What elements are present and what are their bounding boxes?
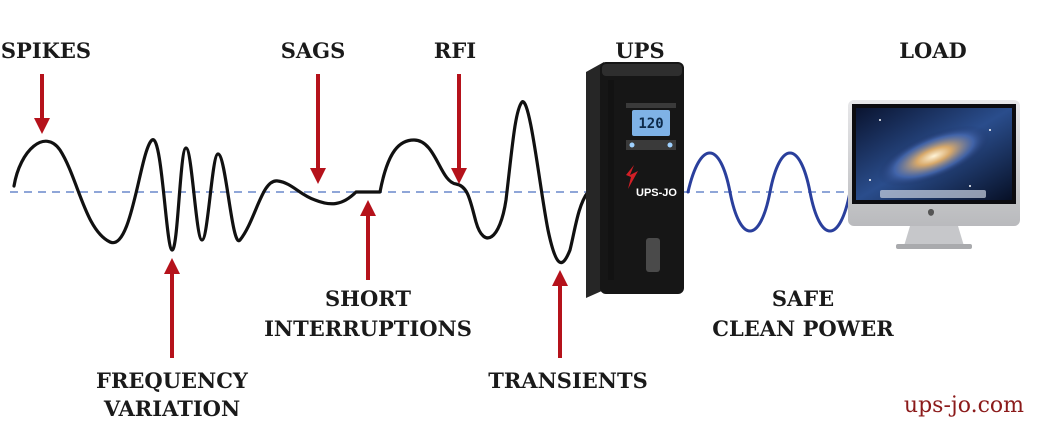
label-load: LOAD bbox=[899, 38, 967, 63]
ups-lcd-value: 120 bbox=[638, 116, 663, 132]
label-transients: TRANSIENTS bbox=[488, 368, 648, 393]
label-short-line2: INTERRUPTIONS bbox=[264, 316, 472, 341]
site-url: ups-jo.com bbox=[904, 393, 1024, 418]
ups-lcd-display bbox=[632, 110, 670, 136]
label-safe-line2: CLEAN POWER bbox=[712, 316, 894, 341]
computer-monitor-illustration bbox=[848, 100, 1020, 249]
ups-outlet-panel bbox=[646, 238, 660, 272]
label-frequency-line2: VARIATION bbox=[103, 396, 240, 421]
label-frequency-line1: FREQUENCY bbox=[96, 368, 249, 393]
label-spikes: SPIKES bbox=[1, 38, 91, 63]
label-rfi: RFI bbox=[434, 38, 476, 63]
ups-brand-logo: UPS-JO bbox=[626, 165, 677, 199]
label-short-line1: SHORT bbox=[325, 286, 411, 311]
label-ups: UPS bbox=[615, 38, 664, 63]
ups-unit-illustration: 120 UPS-JO bbox=[586, 62, 684, 298]
label-sags: SAGS bbox=[281, 38, 346, 63]
label-safe-line1: SAFE bbox=[772, 286, 834, 311]
dirty-power-wave bbox=[12, 100, 590, 265]
svg-text:UPS-JO: UPS-JO bbox=[636, 187, 677, 199]
